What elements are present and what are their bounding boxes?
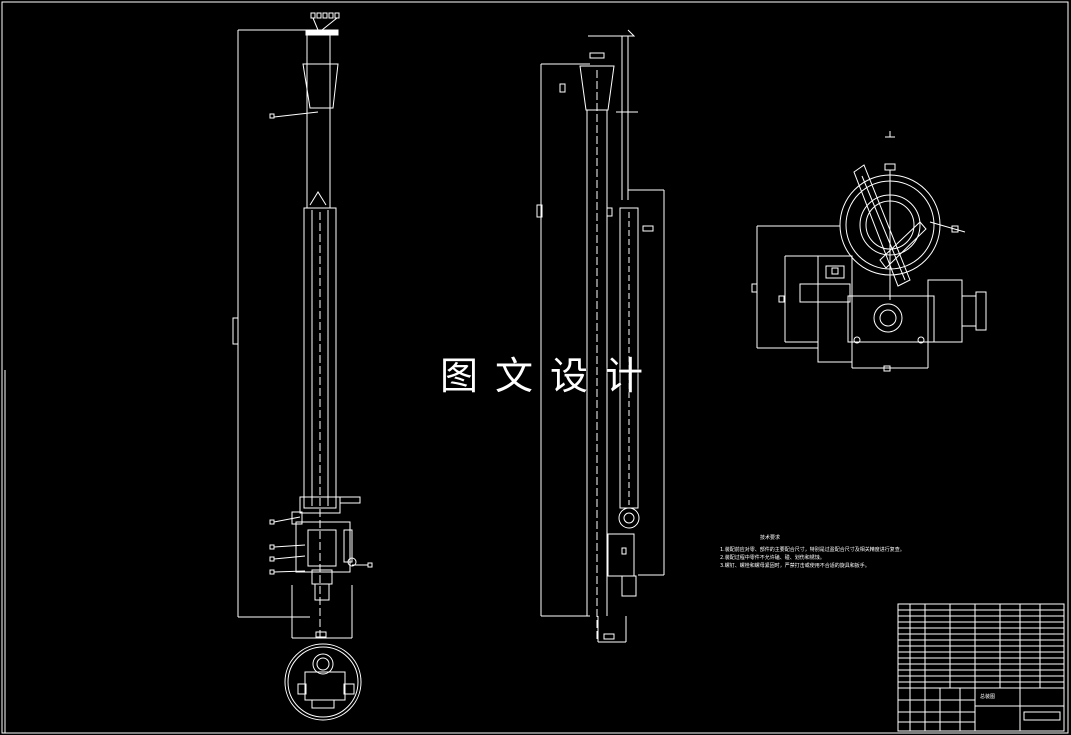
front-view: [232, 12, 373, 640]
detail-view-circle: [284, 643, 362, 721]
top-view: [751, 131, 987, 372]
technical-requirements-title: 技术要求: [760, 535, 781, 541]
title-block-drawing-name: 总装图: [980, 694, 996, 700]
technical-requirement-item: 1.装配前应对零、部件的主要配合尺寸，特别是过盈配合尺寸及相关精度进行复查。: [720, 547, 905, 553]
technical-requirement-item: 2.装配过程中零件不允许磕、碰、划伤和锈蚀。: [720, 555, 825, 561]
technical-requirements: 技术要求 1.装配前应对零、部件的主要配合尺寸，特别是过盈配合尺寸及相关精度进行…: [720, 534, 905, 570]
side-view: [536, 29, 665, 643]
title-block: [897, 603, 1065, 732]
technical-requirement-item: 3.螺钉、螺栓和螺母紧固时，严禁打击或使用不合适的旋具和扳手。: [720, 563, 870, 569]
watermark-text: 图文设计: [440, 354, 661, 398]
